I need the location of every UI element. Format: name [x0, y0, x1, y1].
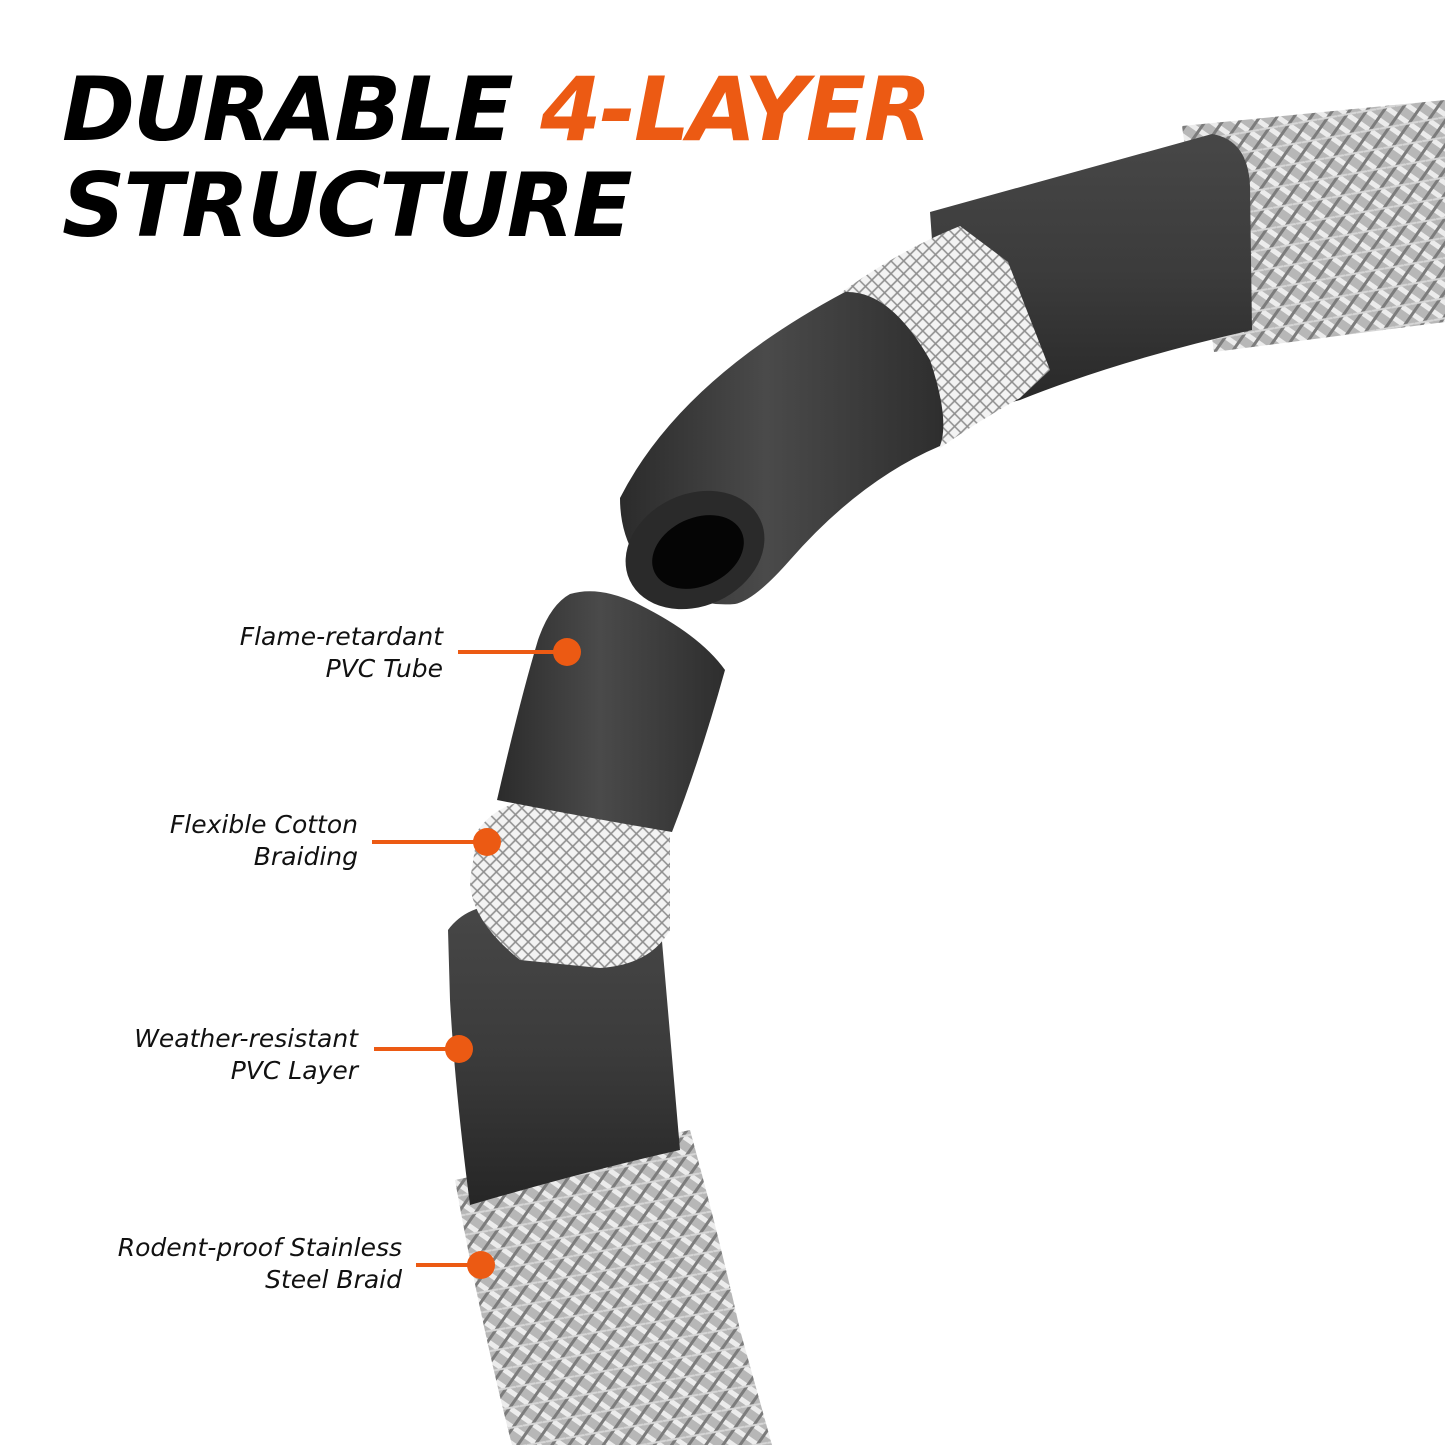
lower-outer-pvc — [448, 904, 680, 1205]
lower-inner-pvc — [497, 591, 725, 832]
upper-hose — [620, 100, 1445, 610]
lower-hose — [448, 591, 772, 1445]
headline-line-1: DURABLE 4-LAYER — [62, 62, 932, 158]
label-flame-retardant-pvc-tube: Flame-retardant PVC Tube — [239, 622, 443, 683]
upper-tube-hole — [652, 515, 744, 589]
lower-cotton-braid — [470, 800, 670, 968]
callout-dot-pvc-tube — [553, 638, 581, 666]
label-flexible-cotton-braiding: Flexible Cotton Braiding — [169, 810, 358, 871]
label-weather-resistant-pvc-layer: Weather-resistant PVC Layer — [134, 1024, 358, 1085]
label-rodent-proof-steel-braid: Rodent-proof Stainless Steel Braid — [117, 1233, 402, 1294]
upper-cotton-braid — [842, 226, 1050, 448]
callout-dot-cotton-braiding — [473, 828, 501, 856]
headline-word-durable: DURABLE — [62, 58, 514, 161]
callout-dot-steel-braid — [467, 1251, 495, 1279]
callout-dot-pvc-layer — [445, 1035, 473, 1063]
headline-accent-4-layer: 4-LAYER — [540, 58, 931, 161]
callout-markers — [372, 638, 581, 1279]
headline-line-2: STRUCTURE — [62, 154, 633, 257]
headline: DURABLE 4-LAYER STRUCTURE — [62, 62, 932, 257]
lower-steel-braid — [455, 1130, 772, 1445]
